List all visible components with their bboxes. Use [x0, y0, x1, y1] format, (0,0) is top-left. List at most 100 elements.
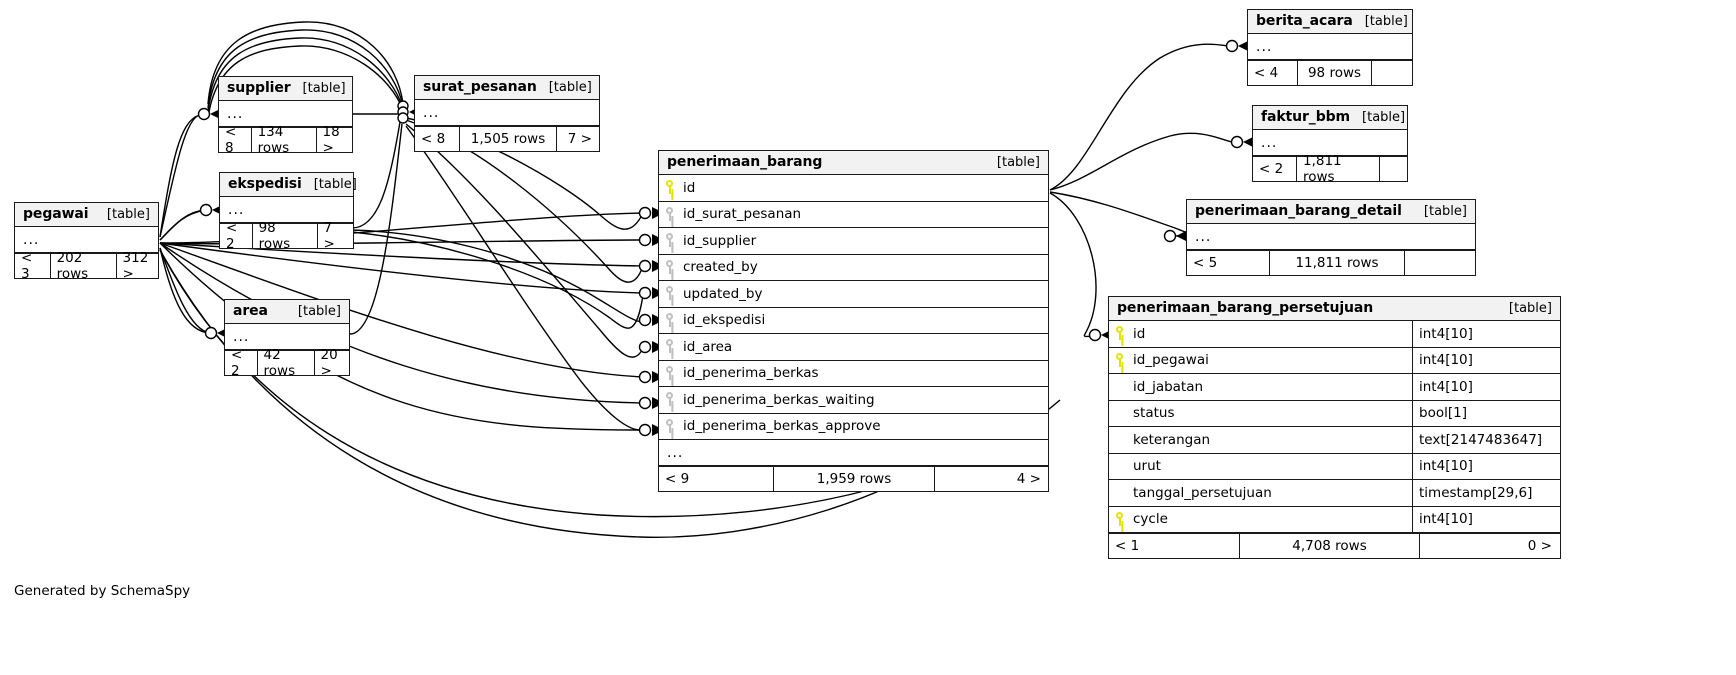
table-tag: [table]	[1508, 300, 1552, 316]
table-footer: < 1 4,708 rows 0 >	[1109, 533, 1560, 558]
table-penerimaan-barang-detail[interactable]: penerimaan_barang_detail [table] ... < 5…	[1186, 199, 1476, 276]
table-tag: [table]	[106, 206, 150, 222]
footer-parents: < 3	[15, 250, 51, 282]
column-name: id_supplier	[683, 232, 757, 249]
column-type: text[2147483647]	[1412, 427, 1554, 453]
column-name: id_penerima_berkas_approve	[683, 418, 881, 435]
key-icon-foreign	[665, 312, 676, 328]
collapsed-columns-ellipsis: ...	[219, 101, 352, 127]
footer-rowcount: 98 rows	[1298, 61, 1372, 85]
column-name: urut	[1133, 458, 1161, 475]
column-type: int4[10]	[1412, 347, 1554, 373]
table-title: penerimaan_barang [table]	[659, 151, 1048, 175]
table-ekspedisi[interactable]: ekspedisi [table] ... < 2 98 rows 7 >	[219, 172, 357, 252]
column-row[interactable]: id	[659, 175, 1048, 202]
column-row[interactable]: cycle int4[10]	[1109, 506, 1560, 533]
table-berita-acara[interactable]: berita_acara [table] ... < 4 98 rows	[1247, 9, 1413, 86]
footer-rowcount: 134 rows	[252, 124, 317, 156]
column-row[interactable]: urut int4[10]	[1109, 453, 1560, 480]
footer-parents: < 9	[659, 467, 774, 491]
column-name: id	[1133, 325, 1146, 342]
collapsed-columns-ellipsis: ...	[1187, 224, 1475, 250]
table-tag: [table]	[996, 154, 1040, 170]
table-footer: < 2 42 rows 20 >	[225, 347, 349, 379]
footer-rowcount: 1,811 rows	[1297, 153, 1380, 185]
column-name: keterangan	[1133, 431, 1211, 448]
footer-children	[1372, 61, 1411, 85]
column-row[interactable]: id_surat_pesanan	[659, 202, 1048, 228]
footer-rowcount: 98 rows	[253, 220, 318, 252]
column-row[interactable]: updated_by	[659, 281, 1048, 308]
column-row[interactable]: id_ekspedisi	[659, 308, 1048, 334]
key-icon-primary	[1115, 326, 1126, 341]
column-type: int4[10]	[1412, 506, 1554, 532]
table-title: area [table]	[225, 300, 349, 324]
column-row[interactable]: id_supplier	[659, 228, 1048, 255]
column-type: int4[10]	[1412, 453, 1554, 479]
generator-credit: Generated by SchemaSpy	[14, 583, 191, 599]
table-pegawai[interactable]: pegawai [table] ... < 3 202 rows 312 >	[14, 202, 159, 282]
table-tag: [table]	[548, 79, 592, 95]
table-name: penerimaan_barang_persetujuan	[1117, 300, 1374, 316]
table-footer: < 2 1,811 rows	[1253, 153, 1407, 185]
collapsed-columns-ellipsis: ...	[415, 100, 599, 126]
table-name: penerimaan_barang_detail	[1195, 203, 1402, 219]
footer-children	[1380, 157, 1406, 181]
table-tag: [table]	[313, 176, 357, 192]
table-tag: [table]	[1364, 13, 1408, 29]
footer-parents: < 8	[415, 127, 460, 151]
table-title: penerimaan_barang_persetujuan [table]	[1109, 297, 1560, 321]
table-name: ekspedisi	[228, 176, 302, 192]
footer-rowcount: 202 rows	[51, 250, 117, 282]
column-row[interactable]: created_by	[659, 255, 1048, 281]
footer-children: 0 >	[1527, 538, 1552, 554]
key-icon-foreign	[665, 365, 676, 381]
column-name: id_penerima_berkas	[683, 365, 819, 382]
table-supplier[interactable]: supplier [table] ... < 8 134 rows 18 >	[218, 76, 353, 156]
table-area[interactable]: area [table] ... < 2 42 rows 20 >	[224, 299, 350, 379]
footer-rowcount: 42 rows	[258, 347, 315, 379]
table-tag: [table]	[297, 303, 341, 319]
column-row[interactable]: keterangan text[2147483647]	[1109, 427, 1560, 454]
collapsed-columns-ellipsis: ...	[225, 324, 349, 350]
footer-rowcount: 4,708 rows	[1240, 534, 1420, 558]
footer-parents: < 2	[220, 220, 253, 252]
footer-children: 18 >	[322, 124, 340, 156]
footer-children	[1405, 251, 1474, 275]
table-tag: [table]	[302, 80, 346, 96]
table-footer: < 9 1,959 rows 4 >	[659, 466, 1048, 491]
key-icon-primary	[665, 180, 676, 195]
table-footer: < 2 98 rows 7 >	[220, 220, 353, 252]
table-faktur-bbm[interactable]: faktur_bbm [table] ... < 2 1,811 rows	[1252, 105, 1408, 185]
table-surat-pesanan[interactable]: surat_pesanan [table] ... < 8 1,505 rows…	[414, 75, 600, 152]
collapsed-columns-ellipsis: ...	[15, 227, 158, 253]
collapsed-columns-ellipsis: ...	[1248, 34, 1412, 60]
footer-parents: < 1	[1109, 534, 1240, 558]
footer-rowcount: 1,505 rows	[460, 127, 557, 151]
column-row[interactable]: id_penerima_berkas	[659, 361, 1048, 387]
column-name: id_surat_pesanan	[683, 206, 802, 223]
footer-children: 7 >	[323, 220, 335, 252]
column-row[interactable]: id_penerima_berkas_waiting	[659, 387, 1048, 414]
table-footer: < 8 1,505 rows 7 >	[415, 126, 599, 151]
collapsed-columns-ellipsis: ...	[220, 197, 353, 223]
table-penerimaan-barang[interactable]: penerimaan_barang [table] id id_surat_pe…	[658, 150, 1049, 492]
footer-children: 4 >	[1016, 471, 1041, 487]
table-name: surat_pesanan	[423, 79, 537, 95]
footer-children: 312 >	[122, 250, 149, 282]
column-name: tanggal_persetujuan	[1133, 484, 1272, 501]
column-row[interactable]: id_area	[659, 334, 1048, 361]
column-name: cycle	[1133, 511, 1168, 528]
table-tag: [table]	[1423, 203, 1467, 219]
column-name: id	[683, 179, 696, 196]
key-icon-primary	[1115, 352, 1126, 368]
table-penerimaan-barang-persetujuan[interactable]: penerimaan_barang_persetujuan [table] id…	[1108, 296, 1561, 559]
footer-parents: < 5	[1187, 251, 1270, 275]
column-row[interactable]: id_penerima_berkas_approve	[659, 414, 1048, 440]
